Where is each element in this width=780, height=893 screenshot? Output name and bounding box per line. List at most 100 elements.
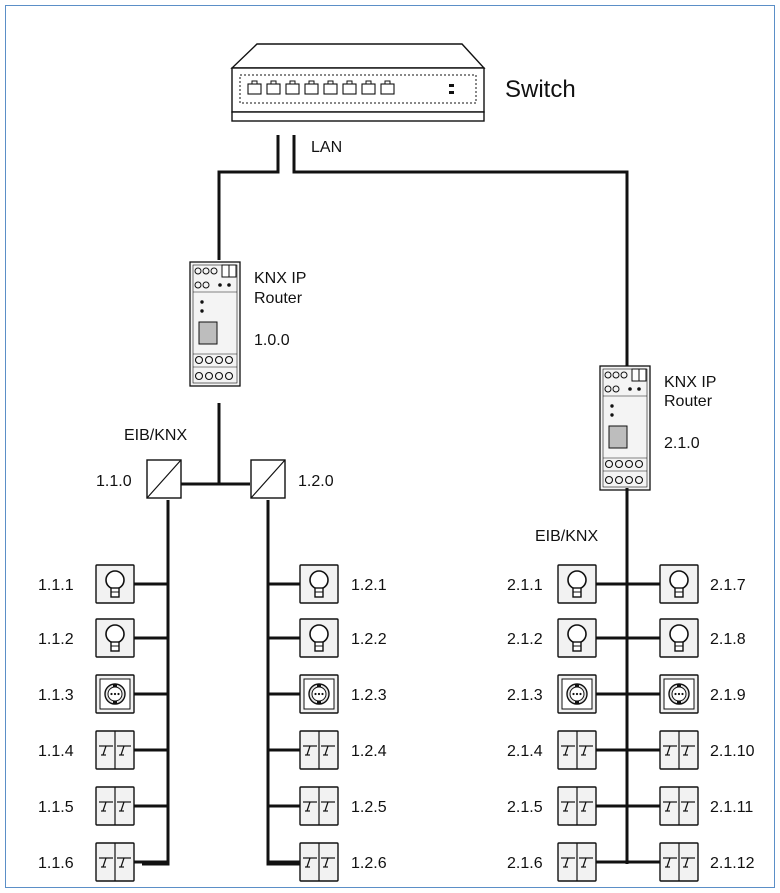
device-address: 1.1.1 [38,577,74,594]
switch-port-icon [361,80,376,95]
bus-device-push-button: 1.2.6 [268,842,387,882]
bus-device-push-button: 2.1.11 [627,786,753,826]
device-address: 2.1.6 [507,855,543,872]
router1-address: 1.0.0 [254,332,290,349]
device-address: 2.1.9 [710,687,746,704]
device-address: 2.1.7 [710,577,746,594]
lamp-icon [659,618,699,658]
knx-ip-router-2 [599,365,651,491]
bus-device-push-button: 2.1.5 [507,786,627,826]
bus-device-lamp: 1.1.2 [38,618,168,658]
router2-name-line2: Router [664,393,713,410]
router2-address: 2.1.0 [664,435,700,452]
bus-lines [142,403,629,866]
socket-icon [659,674,699,714]
push-button-icon [299,786,339,826]
bus-device-push-button: 1.2.5 [268,786,387,826]
lamp-icon [659,564,699,604]
router2-name-line1: KNX IP [664,374,716,391]
knx-ip-router-1 [189,261,241,387]
push-button-icon [659,786,699,826]
bus1-label: EIB/KNX [124,427,187,444]
socket-icon [299,674,339,714]
device-address: 2.1.10 [710,743,755,760]
bus-device-lamp: 2.1.7 [627,564,746,604]
push-button-icon [659,842,699,882]
bus-device-socket: 2.1.3 [507,674,627,714]
socket-icon [557,674,597,714]
push-button-icon [659,730,699,770]
device-address: 2.1.12 [710,855,755,872]
diagram-frame [5,5,775,888]
bus-device-lamp: 1.2.2 [268,618,387,658]
router1-name-line1: KNX IP [254,270,306,287]
bus-device-lamp: 2.1.1 [507,564,627,604]
device-address: 1.1.6 [38,855,74,872]
switch-port-icon [342,80,357,95]
coupler1-address: 1.1.0 [96,473,132,490]
bus-device-push-button: 1.2.4 [268,730,387,770]
push-button-icon [299,730,339,770]
line-coupler-2 [250,459,286,499]
switch-port-icon [247,80,262,95]
device-address: 1.2.2 [351,631,387,648]
bus-device-push-button: 2.1.12 [627,842,755,882]
device-address: 1.2.6 [351,855,387,872]
device-address: 1.1.5 [38,799,74,816]
switch-label: Switch [505,76,576,103]
lamp-icon [95,618,135,658]
bus-device-push-button: 2.1.10 [627,730,755,770]
push-button-icon [557,730,597,770]
device-address: 1.2.4 [351,743,387,760]
lamp-icon [299,618,339,658]
bus-device-socket: 1.2.3 [268,674,387,714]
switch-port-icon [304,80,319,95]
router1-name-line2: Router [254,290,303,307]
bus-device-lamp: 1.2.1 [268,564,387,604]
device-address: 2.1.2 [507,631,543,648]
line-coupler-1 [146,459,182,499]
device-address: 2.1.5 [507,799,543,816]
lamp-icon [299,564,339,604]
lamp-icon [95,564,135,604]
socket-icon [95,674,135,714]
lamp-icon [557,618,597,658]
device-address: 2.1.3 [507,687,543,704]
device-address: 1.2.1 [351,577,387,594]
bus-device-lamp: 1.1.1 [38,564,168,604]
bus-device-push-button: 2.1.4 [507,730,627,770]
bus-device-socket: 2.1.9 [627,674,746,714]
bus-device-push-button: 1.1.4 [38,730,168,770]
line-2-1-left-devices: 2.1.1 2.1.2 2.1.3 2.1.4 2.1.5 2.1.6 [507,564,627,882]
device-address: 1.1.2 [38,631,74,648]
push-button-icon [299,842,339,882]
push-button-icon [95,842,135,882]
push-button-icon [95,786,135,826]
device-address: 2.1.4 [507,743,543,760]
bus-device-push-button: 1.1.6 [38,842,168,882]
bus2-label: EIB/KNX [535,528,598,545]
device-address: 1.1.4 [38,743,74,760]
bus-device-lamp: 2.1.8 [627,618,746,658]
coupler2-address: 1.2.0 [298,473,334,490]
bus-device-socket: 1.1.3 [38,674,168,714]
network-switch [230,43,486,122]
switch-ports [247,80,395,95]
push-button-icon [557,786,597,826]
device-address: 2.1.1 [507,577,543,594]
bus-device-lamp: 2.1.2 [507,618,627,658]
switch-port-icon [323,80,338,95]
switch-port-icon [266,80,281,95]
device-address: 2.1.8 [710,631,746,648]
device-address: 1.1.3 [38,687,74,704]
device-address: 2.1.11 [710,799,753,816]
bus-device-push-button: 2.1.6 [507,842,627,882]
lan-label: LAN [311,139,342,156]
push-button-icon [557,842,597,882]
device-address: 1.2.5 [351,799,387,816]
line-1-2-devices: 1.2.1 1.2.2 1.2.3 1.2.4 1.2.5 1.2.6 [268,564,387,882]
line-1-1-devices: 1.1.1 1.1.2 1.1.3 1.1.4 1.1.5 1.1.6 [38,564,168,882]
bus-device-push-button: 1.1.5 [38,786,168,826]
lamp-icon [557,564,597,604]
